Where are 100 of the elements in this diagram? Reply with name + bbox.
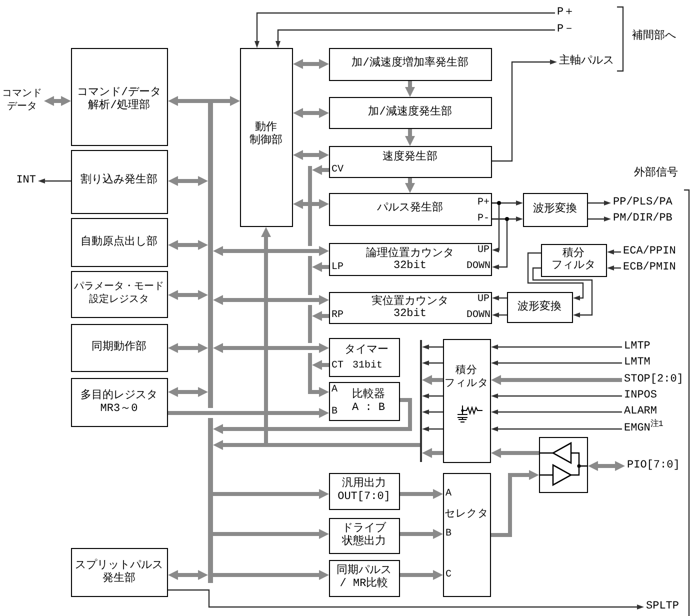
block-label: 汎用出力OUT[7:0]: [338, 478, 390, 504]
block-box: [329, 560, 400, 597]
block-label: パルス発生部: [377, 202, 443, 215]
signal-label: SPLTP: [646, 600, 680, 614]
block-box: [329, 243, 492, 276]
arrow: [422, 394, 443, 398]
block-box: [523, 193, 588, 227]
collector-line: [420, 340, 422, 462]
arrow: [168, 343, 208, 353]
arrow: [607, 266, 621, 270]
block-label: 同期パルス/ MR比較: [336, 565, 392, 591]
arrow: [491, 375, 622, 385]
arrow: [293, 59, 329, 69]
arrow: [491, 426, 622, 432]
arrow: [492, 312, 507, 318]
arrow: [168, 290, 208, 300]
port-label: RP: [332, 310, 344, 322]
arrow: [491, 470, 539, 537]
arrow: [422, 426, 443, 432]
arrow: [491, 344, 622, 350]
block-label: コマンド/データ解析/処理部: [77, 86, 161, 112]
block-box: [329, 473, 400, 510]
block-label: ドライブ状態出力: [342, 522, 386, 548]
arrow: [491, 360, 622, 366]
port-label: DOWN: [466, 310, 490, 322]
port-label: UP: [477, 294, 490, 306]
signal-label: ECB/PMIN: [623, 262, 676, 274]
arrow: [422, 375, 443, 385]
block-label: セレクタ: [444, 508, 488, 521]
arrow: [168, 240, 208, 250]
port-label: P+: [477, 196, 490, 209]
block-label: 自動原点出し部: [80, 236, 158, 249]
arrow: [168, 96, 208, 106]
bus-bar: [208, 99, 213, 583]
arrow: [254, 12, 555, 48]
signal-label: コマンドデータ: [2, 88, 42, 114]
group-label: 補間部へ: [632, 30, 676, 44]
group-label: 外部信号: [634, 168, 678, 180]
arrow: [213, 295, 329, 305]
arrow: [44, 96, 71, 106]
arrow: [422, 410, 443, 414]
arrow: [492, 60, 557, 162]
signal-label: STOP[2:0]: [624, 374, 684, 386]
block-label: 実位置カウンタ32bit: [372, 296, 448, 320]
block-box: [71, 218, 168, 267]
block-label: 積分フィルタ: [552, 248, 596, 272]
arrow: [400, 570, 443, 580]
arrow: [491, 448, 539, 458]
block-label: パラメータ・モード設定レジスタ: [74, 281, 164, 307]
block-box: [329, 146, 492, 178]
block-label: 波形変換: [518, 301, 562, 314]
block-label: 加/減速度発生部: [368, 106, 452, 119]
block-box: [71, 48, 168, 146]
bus-bar: [308, 166, 312, 394]
arrow: [168, 408, 329, 418]
arrow: [276, 29, 555, 48]
signal-label: INT: [16, 174, 36, 188]
arrow: [492, 218, 508, 270]
port-label: LP: [332, 262, 344, 274]
port-label: P-: [477, 212, 490, 225]
block-box: [71, 150, 168, 214]
block-box: [71, 324, 168, 372]
block-label: 比較器A : B: [352, 388, 385, 414]
arrow: [293, 150, 329, 160]
block-box: [443, 473, 491, 597]
block-box: [507, 292, 573, 323]
arrow: [400, 529, 443, 539]
arrow: [422, 344, 443, 350]
arrow: [293, 199, 329, 209]
arrow: [213, 529, 329, 539]
block-box: [71, 271, 168, 318]
signal-label: P＋: [557, 6, 575, 20]
arrow: [492, 296, 507, 300]
block-box: [240, 48, 293, 227]
block-label: 動作制御部: [250, 122, 282, 148]
arrow: [588, 461, 625, 471]
block-label: 割り込み発生部: [80, 174, 158, 187]
arrow: [312, 360, 329, 370]
arrow: [213, 96, 240, 106]
block-label: 論理位置カウンタ32bit: [366, 248, 454, 272]
arrow: [312, 311, 329, 321]
signal-label: PP/PLS/PA: [613, 196, 672, 210]
signal-label: PM/DIR/PB: [613, 212, 672, 226]
port-label: UP: [477, 245, 490, 257]
port-label: CV: [332, 163, 344, 176]
arrow: [38, 178, 71, 184]
port-label: C: [446, 568, 452, 581]
signal-label: P－: [557, 24, 575, 36]
block-box: [329, 193, 492, 226]
signal-label: LMTP: [624, 340, 650, 354]
block-box: [71, 378, 168, 427]
arrow: [532, 267, 593, 318]
port-label: B: [332, 405, 338, 418]
arrow: [168, 570, 208, 580]
arrow: [213, 570, 329, 580]
signal-label: ALARM: [624, 406, 658, 418]
block-label: タイマー: [344, 344, 388, 357]
arrow: [422, 448, 443, 458]
block-label: 多目的レジスタMR3～0: [80, 390, 158, 416]
arrow: [492, 202, 500, 252]
